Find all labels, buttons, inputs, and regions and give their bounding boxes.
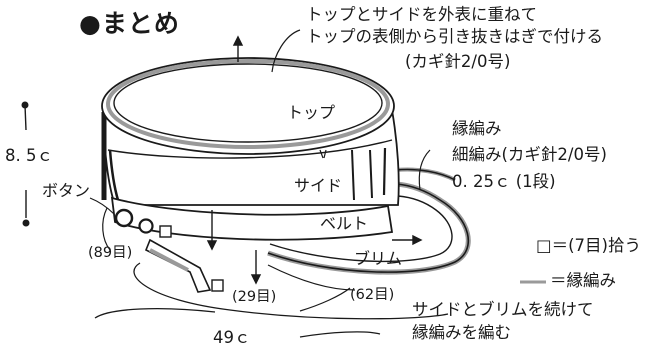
section-title: ●まとめ bbox=[79, 9, 180, 38]
top-note-line3: (カギ針2/0号) bbox=[405, 52, 511, 71]
label-belt: ベルト bbox=[320, 214, 369, 233]
bottom-note-line1: サイドとブリムを続けて bbox=[412, 300, 594, 319]
count-62: (62目) bbox=[350, 287, 395, 303]
circumference-label: 49ｃ bbox=[213, 328, 251, 347]
bottom-note-line2: 縁編みを編む bbox=[412, 323, 511, 342]
top-note-line1: トップとサイドを外表に重ねて bbox=[306, 5, 537, 24]
legend-edging: ＝縁編み bbox=[550, 271, 616, 290]
height-dimension bbox=[21, 101, 30, 227]
label-button: ボタン bbox=[42, 181, 91, 200]
edging-note-line2: 細編み(カギ針2/0号) bbox=[452, 145, 607, 164]
label-top: トップ bbox=[287, 103, 336, 122]
count-29: (29目) bbox=[232, 289, 277, 305]
height-label: 8. 5ｃ bbox=[5, 146, 53, 165]
edging-note-line3: 0. 25ｃ (1段) bbox=[452, 172, 556, 191]
top-shape bbox=[101, 57, 395, 155]
label-brim: ブリム bbox=[354, 249, 403, 268]
edging-note-line1: 縁編み bbox=[452, 119, 502, 138]
legend-pickup: □＝(7目)拾う bbox=[536, 236, 641, 255]
belt-shape bbox=[110, 196, 394, 293]
leader-lines bbox=[89, 29, 431, 312]
label-side: サイド bbox=[294, 176, 343, 195]
arrows bbox=[206, 35, 423, 285]
brim-shape bbox=[267, 167, 471, 275]
circumference-loop bbox=[94, 262, 449, 338]
count-89: (89目) bbox=[88, 245, 133, 261]
top-note-line2: トップの表側から引き抜きはぎで付ける bbox=[306, 27, 603, 46]
